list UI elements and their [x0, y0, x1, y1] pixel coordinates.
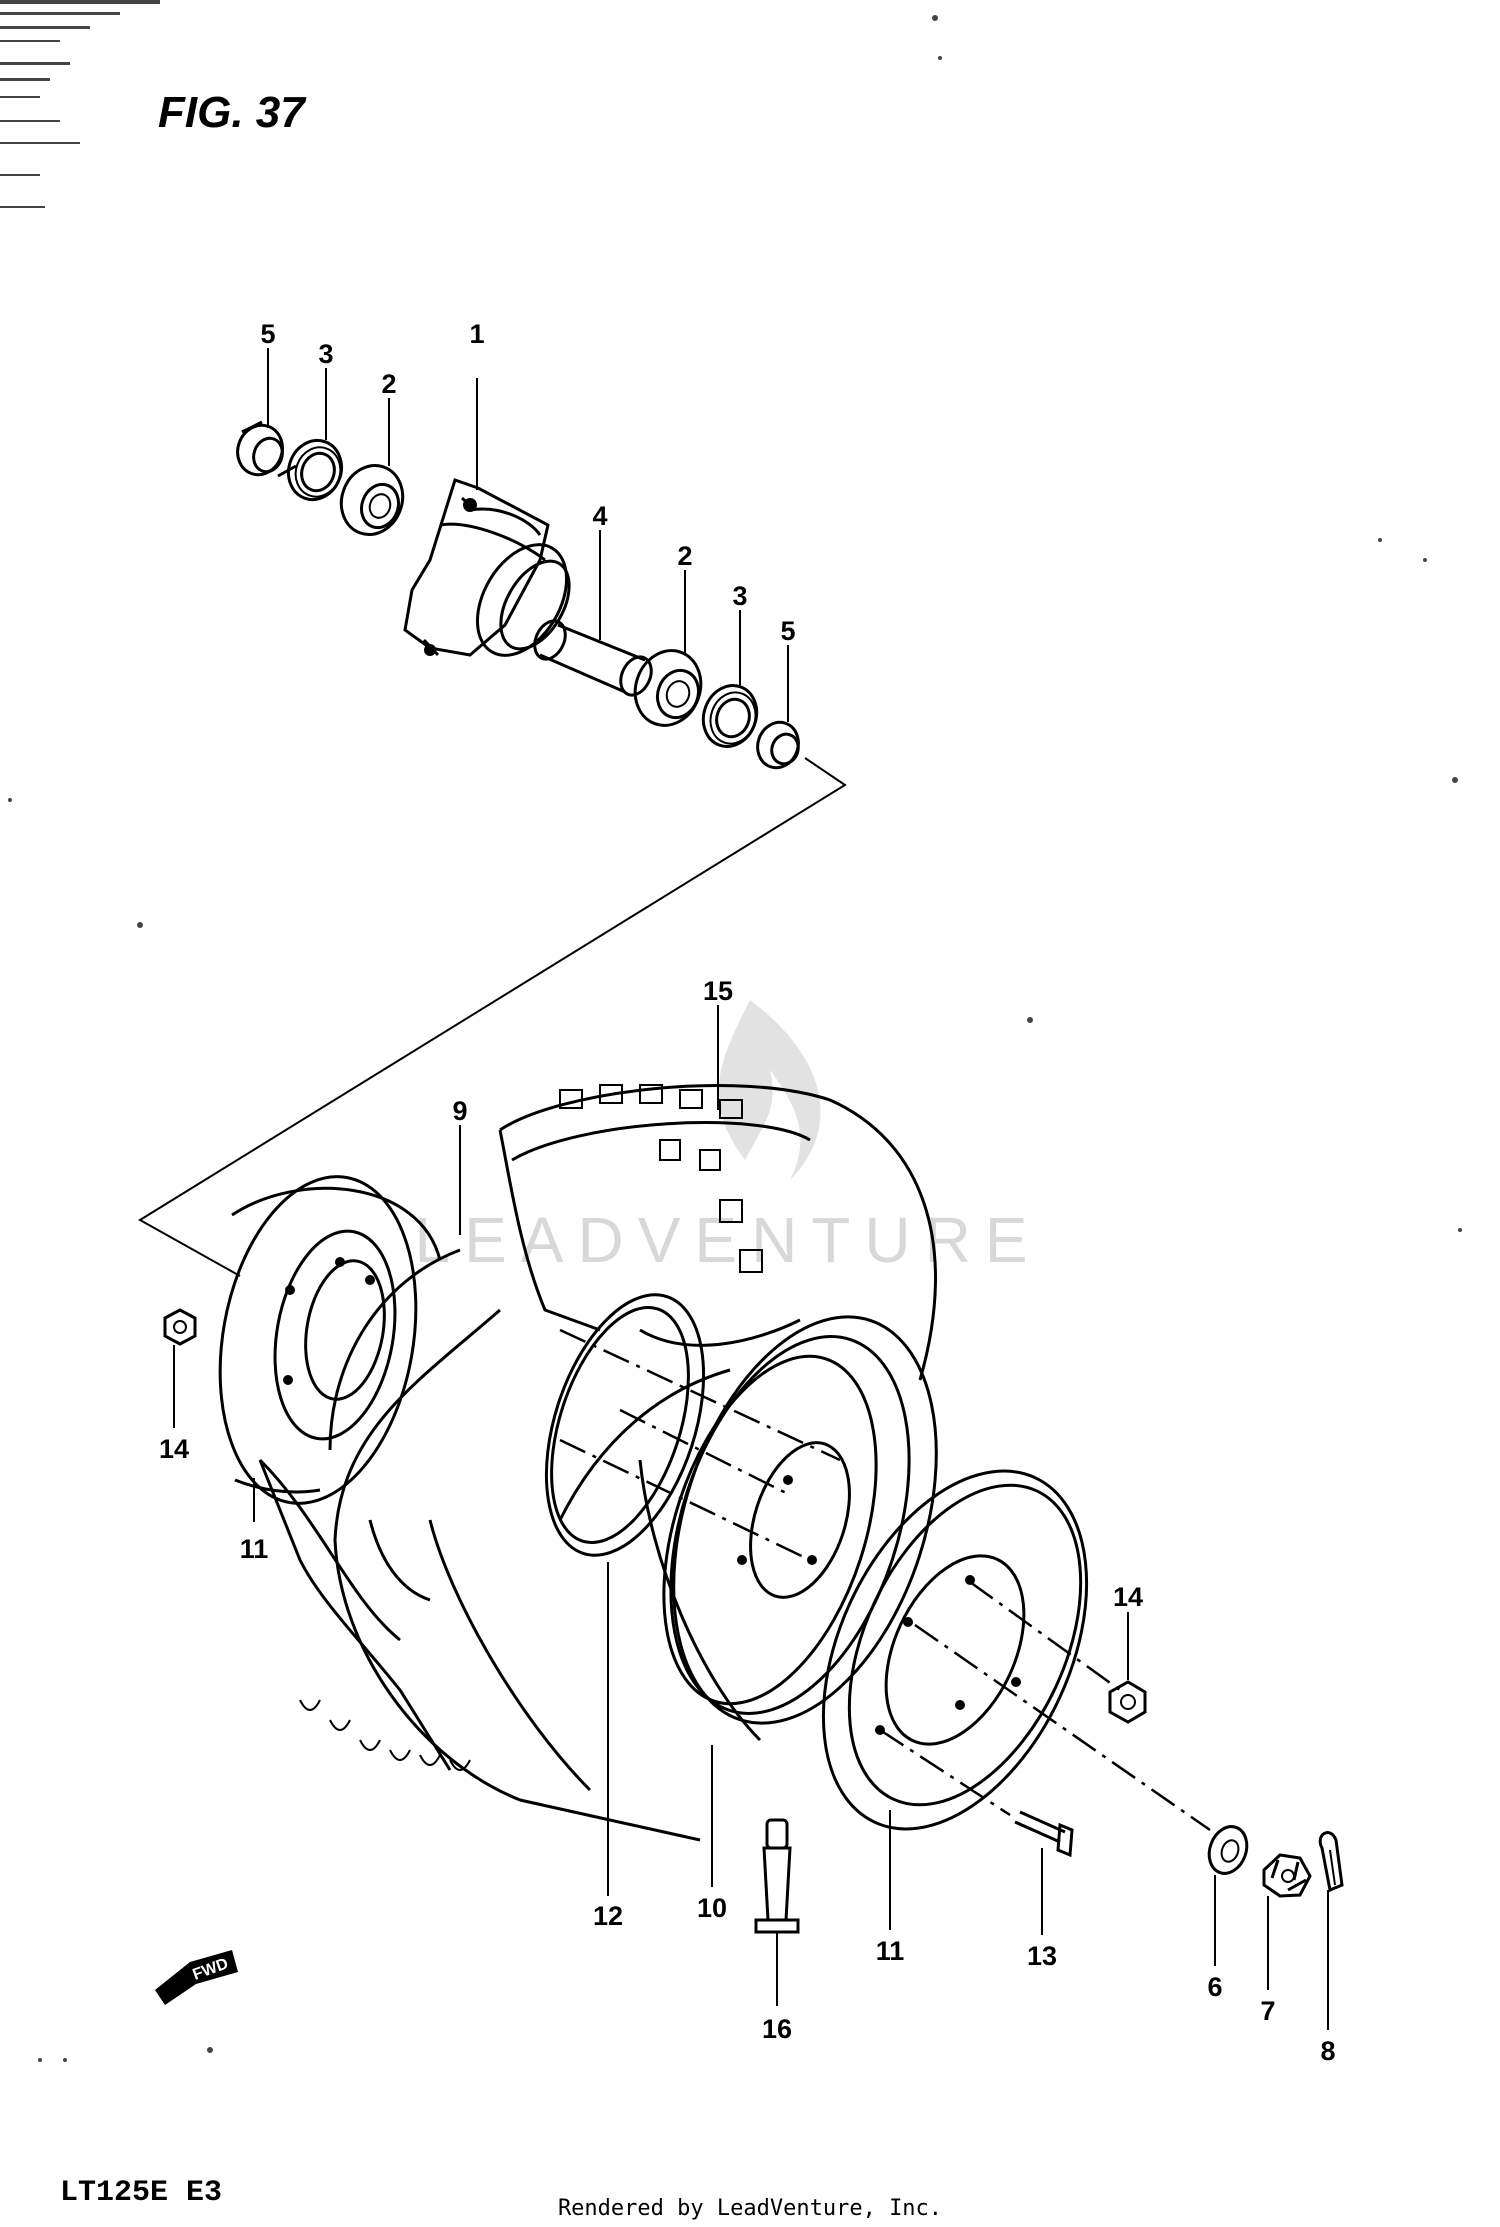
- callout-2-right: 2: [677, 541, 692, 571]
- callout-14-inner: 14: [159, 1434, 189, 1464]
- part-3-seal-right: [701, 684, 759, 748]
- part-13-bolt: [1014, 1810, 1074, 1858]
- part-3-seal-left: [287, 438, 343, 502]
- flame-logo-icon: [718, 1000, 821, 1180]
- callout-16: 16: [762, 2014, 792, 2044]
- callout-14-outer: 14: [1113, 1582, 1143, 1612]
- callout-11-outer: 11: [876, 1936, 905, 1966]
- part-11-disc-outer: [821, 1469, 1089, 1831]
- callout-15: 15: [703, 976, 733, 1006]
- part-11-disc-inner: [218, 1175, 442, 1505]
- callout-3-right: 3: [732, 581, 747, 611]
- wheel-assembly: [163, 1084, 1089, 1842]
- assembly-bracket-line: [138, 757, 847, 1277]
- part-2-bearing-right: [633, 649, 703, 727]
- callout-6: 6: [1207, 1972, 1222, 2002]
- watermark: LEADVENTURE: [415, 1000, 1042, 1276]
- part-5-spacer-right: [756, 720, 800, 770]
- callout-12: 12: [593, 1901, 623, 1931]
- callout-2-left: 2: [381, 369, 396, 399]
- callout-4: 4: [592, 501, 607, 531]
- part-12-ring: [544, 1293, 706, 1557]
- callout-5-right: 5: [780, 616, 795, 646]
- callout-8: 8: [1320, 2036, 1335, 2066]
- callout-3-left: 3: [318, 339, 333, 369]
- stud-center-lines: [559, 1328, 1211, 1832]
- tire-tread: [299, 1084, 763, 1771]
- figure-title: FIG. 37: [158, 88, 307, 137]
- callout-labels: 5 3 2 1 4 2 3 5 15 9 14 11 14 12 10 11 1…: [159, 319, 1336, 2066]
- callout-13: 13: [1027, 1941, 1057, 1971]
- model-code: LT125E E3: [60, 2176, 222, 2210]
- hub-assembly: [236, 420, 800, 770]
- front-direction-arrow-icon: FWD: [155, 1950, 238, 2005]
- part-4-spacer-tube: [533, 619, 653, 697]
- callout-11-inner: 11: [240, 1534, 269, 1564]
- part-16-valve-stem: [754, 1818, 800, 1934]
- part-5-spacer-left: [236, 420, 297, 478]
- part-1-hub: [403, 478, 571, 657]
- scan-noise: [0, 0, 1462, 2062]
- part-10-rim: [638, 1315, 938, 1742]
- callout-7: 7: [1260, 1996, 1275, 2026]
- part-6-washer: [1207, 1825, 1249, 1875]
- part-2-bearing-left: [339, 464, 405, 536]
- watermark-text: LEADVENTURE: [415, 1204, 1042, 1276]
- callout-5-left: 5: [260, 319, 275, 349]
- part-14-nut-inner: [163, 1308, 197, 1346]
- part-8-cotter-pin: [1318, 1831, 1344, 1893]
- part-9-tire: [258, 1084, 938, 1842]
- callout-1: 1: [469, 319, 484, 349]
- render-credit: Rendered by LeadVenture, Inc.: [558, 2196, 942, 2221]
- leader-lines: [173, 348, 1329, 2030]
- callout-10: 10: [697, 1893, 727, 1923]
- part-7-castle-nut: [1262, 1853, 1312, 1898]
- part-14-nut-outer: [1108, 1680, 1147, 1724]
- callout-9: 9: [452, 1096, 467, 1126]
